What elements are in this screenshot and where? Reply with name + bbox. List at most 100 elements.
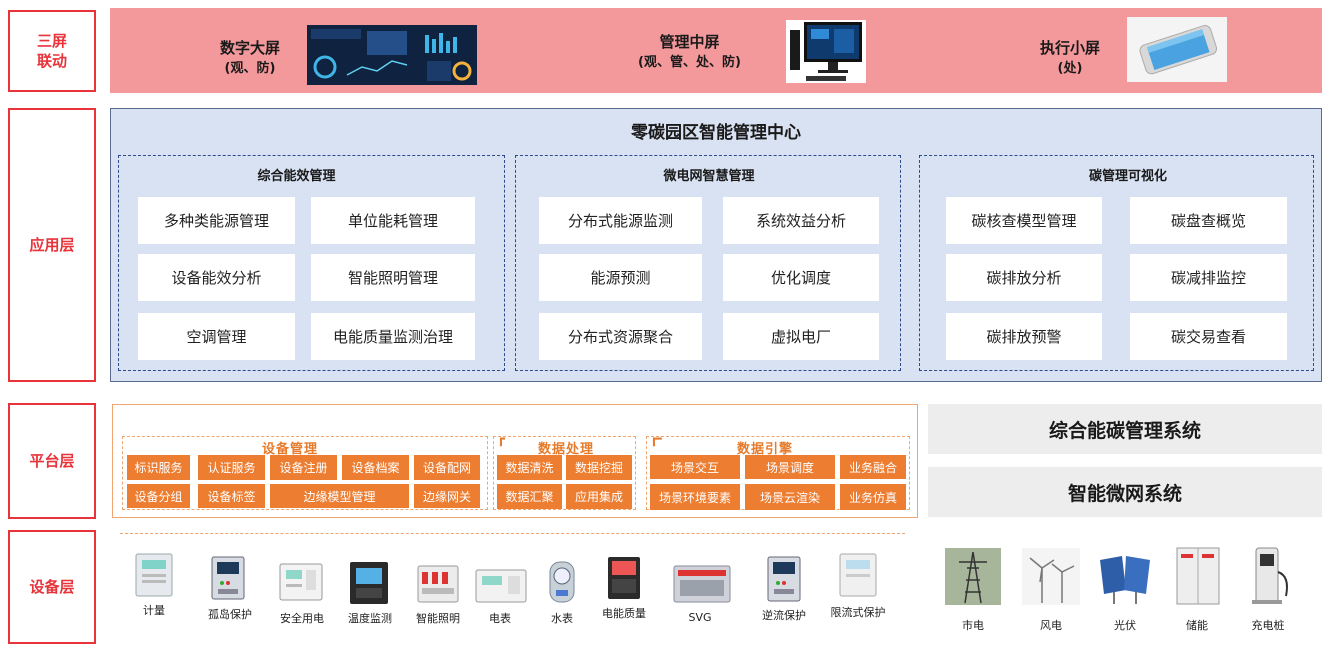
app-item-device-efficiency[interactable]: 设备能效分析 — [138, 254, 295, 301]
plat-btn-device-register[interactable]: 设备注册 — [270, 455, 337, 480]
desktop-computer-image — [786, 20, 866, 83]
plat-btn-scene-interact[interactable]: 场景交互 — [650, 455, 740, 479]
device-label-island-protect: 孤岛保护 — [208, 608, 252, 621]
system-carbon-mgmt: 综合能碳管理系统 — [928, 404, 1322, 454]
smart-lighting-device-icon — [416, 562, 460, 606]
dashboard-screenshot-image — [307, 25, 477, 85]
plat-btn-business-sim[interactable]: 业务仿真 — [840, 484, 906, 510]
app-item-der-monitoring[interactable]: 分布式能源监测 — [539, 197, 702, 244]
app-item-virtual-plant[interactable]: 虚拟电厂 — [723, 313, 879, 360]
electric-meter-device-icon — [474, 566, 528, 606]
plat-btn-data-mining[interactable]: 数据挖掘 — [566, 455, 632, 480]
layer-label-screens-line2: 联动 — [36, 52, 67, 70]
app-item-power-quality[interactable]: 电能质量监测治理 — [311, 313, 475, 360]
plat-btn-app-integration[interactable]: 应用集成 — [566, 484, 632, 509]
source-label-solar: 光伏 — [1114, 619, 1136, 632]
group-energy-efficiency — [118, 155, 505, 371]
plat-btn-device-tag[interactable]: 设备标签 — [198, 484, 265, 508]
plat-btn-scene-env[interactable]: 场景环境要素 — [650, 484, 740, 510]
device-label-current-limit: 限流式保护 — [830, 606, 886, 619]
meter-device-icon — [132, 552, 176, 598]
group-microgrid-title: 微电网智慧管理 — [663, 169, 755, 184]
app-item-emission-analysis[interactable]: 碳排放分析 — [946, 254, 1102, 301]
group-carbon-title: 碳管理可视化 — [1088, 169, 1167, 184]
temp-monitor-device-icon — [348, 560, 390, 606]
bracket-icon: ┏ — [497, 432, 505, 447]
device-label-electric-meter: 电表 — [489, 612, 511, 625]
smartphone-image — [1127, 17, 1227, 82]
charging-pile-image — [1240, 546, 1296, 606]
device-label-svg: SVG — [688, 611, 712, 624]
pgroup-device-mgmt-title: 设备管理 — [261, 442, 318, 457]
storage-cabinet-image — [1175, 546, 1221, 606]
plat-btn-device-group[interactable]: 设备分组 — [127, 484, 190, 508]
pgroup-data-engine-title: 数据引擎 — [736, 442, 793, 457]
bracket-icon: ┏╸ — [650, 432, 666, 447]
plat-btn-device-archive[interactable]: 设备档案 — [342, 455, 409, 480]
device-label-meter: 计量 — [143, 604, 165, 617]
device-label-water-meter: 水表 — [551, 612, 573, 625]
wind-power-image — [1022, 548, 1080, 605]
layer-label-device: 设备层 — [8, 530, 96, 644]
device-label-temp-monitor: 温度监测 — [348, 612, 392, 625]
screen-mid-title: 管理中屏 — [659, 33, 720, 51]
device-separator — [120, 533, 905, 534]
app-item-unit-consumption[interactable]: 单位能耗管理 — [311, 197, 475, 244]
app-item-carbon-inventory[interactable]: 碳盘查概览 — [1130, 197, 1287, 244]
source-label-wind: 风电 — [1040, 619, 1062, 632]
pgroup-data-proc — [493, 436, 636, 510]
plat-btn-id-service[interactable]: 标识服务 — [127, 455, 190, 480]
source-label-grid: 市电 — [962, 619, 984, 632]
svg-device-icon — [672, 560, 732, 606]
plat-btn-data-clean[interactable]: 数据清洗 — [497, 455, 562, 480]
pgroup-data-proc-title: 数据处理 — [537, 442, 594, 457]
plat-btn-scene-render[interactable]: 场景云渲染 — [745, 484, 835, 510]
plat-btn-data-gather[interactable]: 数据汇聚 — [497, 484, 562, 509]
water-meter-device-icon — [546, 558, 578, 606]
screen-mid-sub: (观、管、处、防) — [638, 55, 741, 70]
app-item-smart-lighting[interactable]: 智能照明管理 — [311, 254, 475, 301]
screen-small-text: 执行小屏 (处) — [1030, 37, 1110, 79]
screen-small-title: 执行小屏 — [1039, 39, 1100, 57]
island-protect-device-icon — [210, 555, 246, 601]
screen-mid-text: 管理中屏 (观、管、处、防) — [622, 31, 757, 73]
app-item-carbon-trading[interactable]: 碳交易查看 — [1130, 313, 1287, 360]
app-item-optimal-dispatch[interactable]: 优化调度 — [723, 254, 879, 301]
plat-btn-edge-model[interactable]: 边缘模型管理 — [270, 484, 409, 508]
safe-power-device-icon — [278, 560, 324, 604]
app-item-reduction-monitor[interactable]: 碳减排监控 — [1130, 254, 1287, 301]
plat-btn-edge-gateway[interactable]: 边缘网关 — [414, 484, 480, 508]
layer-label-screens-line1: 三屏 — [36, 32, 67, 50]
source-label-charger: 充电桩 — [1251, 619, 1285, 632]
screen-big-text: 数字大屏 (观、防) — [205, 37, 295, 79]
pgroup-device-mgmt — [122, 436, 488, 510]
layer-label-app: 应用层 — [8, 108, 96, 382]
device-label-safe-power: 安全用电 — [280, 612, 324, 625]
reverse-protect-device-icon — [766, 555, 802, 603]
plat-btn-auth-service[interactable]: 认证服务 — [198, 455, 265, 480]
app-item-hvac[interactable]: 空调管理 — [138, 313, 295, 360]
layer-label-screens: 三屏联动 — [8, 10, 96, 92]
device-label-reverse-protect: 逆流保护 — [762, 609, 806, 622]
screen-small-sub: (处) — [1057, 61, 1083, 76]
layer-label-platform: 平台层 — [8, 403, 96, 519]
app-item-emission-alert[interactable]: 碳排放预警 — [946, 313, 1102, 360]
group-energy-efficiency-title: 综合能效管理 — [257, 169, 336, 184]
group-carbon — [919, 155, 1314, 371]
app-item-der-aggregation[interactable]: 分布式资源聚合 — [539, 313, 702, 360]
screen-big-sub: (观、防) — [224, 61, 276, 76]
device-label-smart-lighting: 智能照明 — [416, 612, 460, 625]
app-item-benefit-analysis[interactable]: 系统效益分析 — [723, 197, 879, 244]
app-item-carbon-verification[interactable]: 碳核查模型管理 — [946, 197, 1102, 244]
plat-btn-business-fusion[interactable]: 业务融合 — [840, 455, 906, 479]
app-item-multi-energy[interactable]: 多种类能源管理 — [138, 197, 295, 244]
group-microgrid — [515, 155, 901, 371]
device-label-power-quality: 电能质量 — [602, 607, 646, 620]
grid-power-image — [945, 548, 1001, 605]
screen-big-title: 数字大屏 — [219, 39, 280, 57]
app-item-energy-forecast[interactable]: 能源预测 — [539, 254, 702, 301]
plat-btn-scene-dispatch[interactable]: 场景调度 — [745, 455, 835, 479]
source-label-storage: 储能 — [1186, 619, 1208, 632]
current-limit-device-icon — [836, 552, 880, 598]
plat-btn-device-network[interactable]: 设备配网 — [414, 455, 480, 480]
